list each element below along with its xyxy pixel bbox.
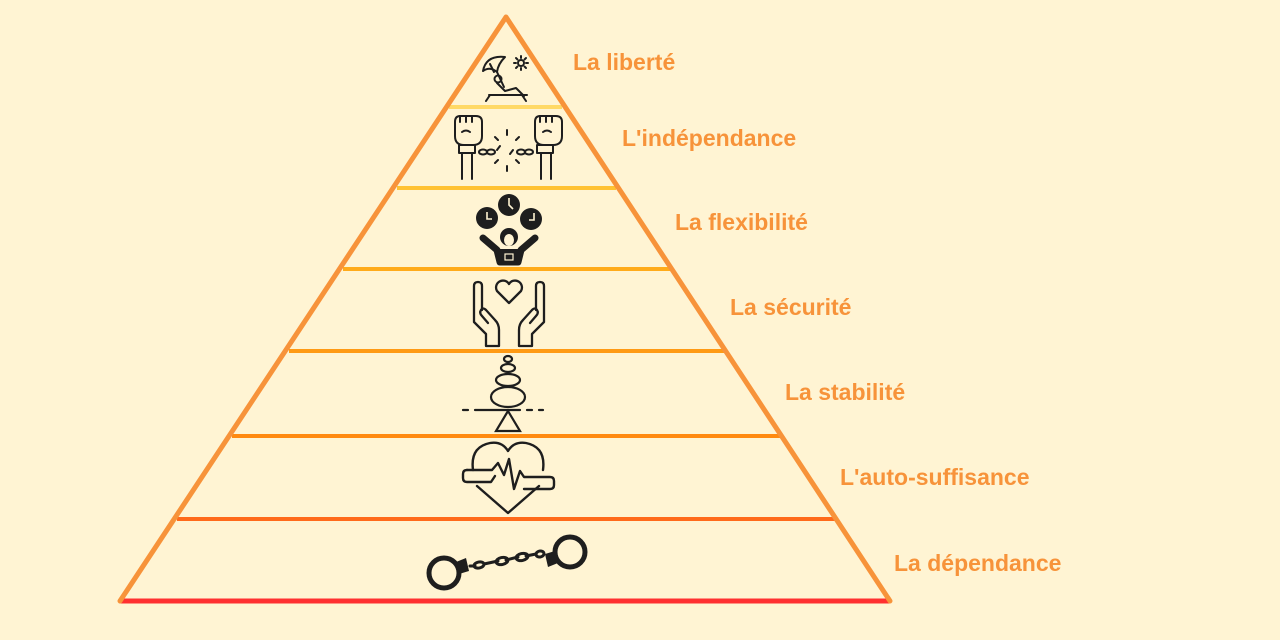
level-label-dependance: La dépendance — [894, 550, 1062, 576]
level-label-flexibilite: La flexibilité — [675, 209, 808, 235]
handcuffs-icon — [426, 534, 588, 591]
level-label-stabilite: La stabilité — [785, 379, 906, 405]
level-label-liberte: La liberté — [573, 49, 676, 75]
heartbeat-heart-icon — [461, 441, 556, 515]
hands-holding-heart-icon — [472, 279, 546, 348]
beach-umbrella-lounger-icon — [482, 55, 529, 102]
broken-chain-fists-icon — [454, 115, 563, 180]
level-label-securite: La sécurité — [730, 294, 852, 320]
juggling-clocks-icon — [476, 194, 542, 266]
level-label-independance: L'indépendance — [622, 125, 797, 151]
level-label-auto-suffisance: L'auto-suffisance — [840, 464, 1030, 490]
pyramid-outline — [117, 14, 893, 604]
balanced-stones-icon — [461, 354, 545, 433]
